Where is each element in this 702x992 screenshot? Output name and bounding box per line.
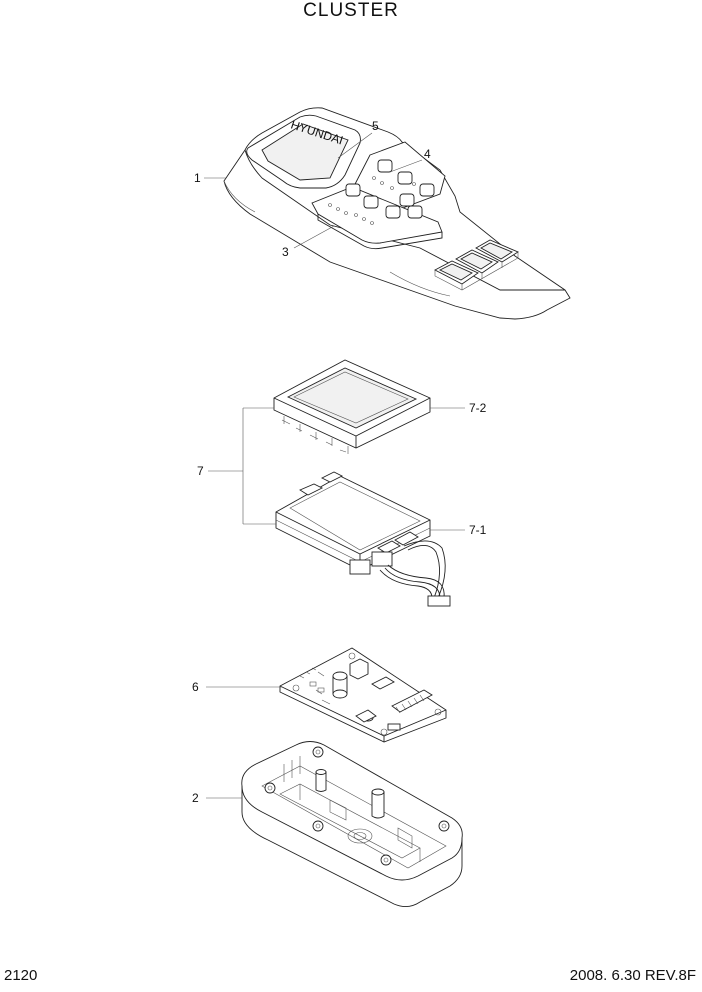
part-circuit-board [279, 647, 447, 743]
page-title: CLUSTER [303, 0, 399, 21]
keypad-button [397, 171, 413, 185]
callout-5: 5 [372, 119, 379, 133]
callout-1: 1 [194, 171, 201, 185]
callout-6: 6 [192, 680, 199, 694]
callout-2: 2 [192, 791, 199, 805]
part-lcd-module [275, 471, 451, 607]
keypad-button [419, 183, 435, 197]
switch-button [407, 205, 423, 219]
part-lcd-frame [273, 359, 431, 454]
part-cluster-housing: HYUNDAI [223, 107, 571, 320]
callout-4: 4 [424, 147, 431, 161]
page-number: 2120 [4, 967, 38, 984]
switch-button [345, 183, 361, 197]
keypad-button [377, 159, 393, 173]
keypad-button [399, 193, 415, 207]
switch-button [363, 195, 379, 209]
callout-7-1: 7-1 [469, 523, 487, 537]
leader-lines [204, 132, 465, 799]
callout-7: 7 [197, 464, 204, 478]
switch-button [385, 205, 401, 219]
revision-date: 2008. 6.30 REV.8F [569, 967, 696, 984]
callout-7-2: 7-2 [469, 401, 487, 415]
callout-3: 3 [282, 245, 289, 259]
part-housing-bottom [241, 741, 463, 907]
